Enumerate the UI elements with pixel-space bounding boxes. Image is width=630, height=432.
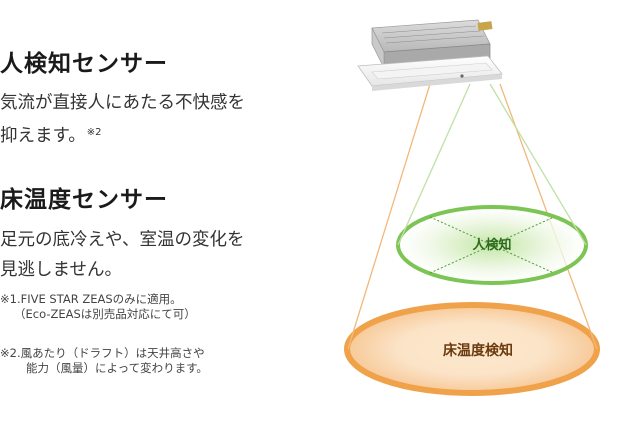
footnote-1: ※1.FIVE STAR ZEASのみに適用。 （Eco-ZEASは別売品対応に… bbox=[0, 292, 196, 321]
floor-sensor-heading: 床温度センサー bbox=[0, 187, 168, 213]
human-sensor-desc-line2: 抑えます。※2 bbox=[0, 126, 102, 146]
floor-sensor-desc-line2: 見逃しません。 bbox=[0, 260, 122, 280]
footnote-ref: ※2 bbox=[86, 127, 102, 138]
human-sensor-heading: 人検知センサー bbox=[0, 51, 168, 77]
person-detect-label: 人検知 bbox=[472, 237, 511, 253]
human-sensor-desc-line1: 気流が直接人にあたる不快感を bbox=[0, 93, 245, 113]
person-beam-lines bbox=[397, 83, 587, 246]
ceiling-ac-unit bbox=[357, 19, 503, 91]
footnote-2: ※2.風あたり（ドラフト）は天井高さや 能力（風量）によって変わります。 bbox=[0, 346, 208, 375]
floor-detect-label: 床温度検知 bbox=[443, 342, 513, 359]
floor-sensor-desc-line1: 足元の底冷えや、室温の変化を bbox=[0, 230, 245, 250]
